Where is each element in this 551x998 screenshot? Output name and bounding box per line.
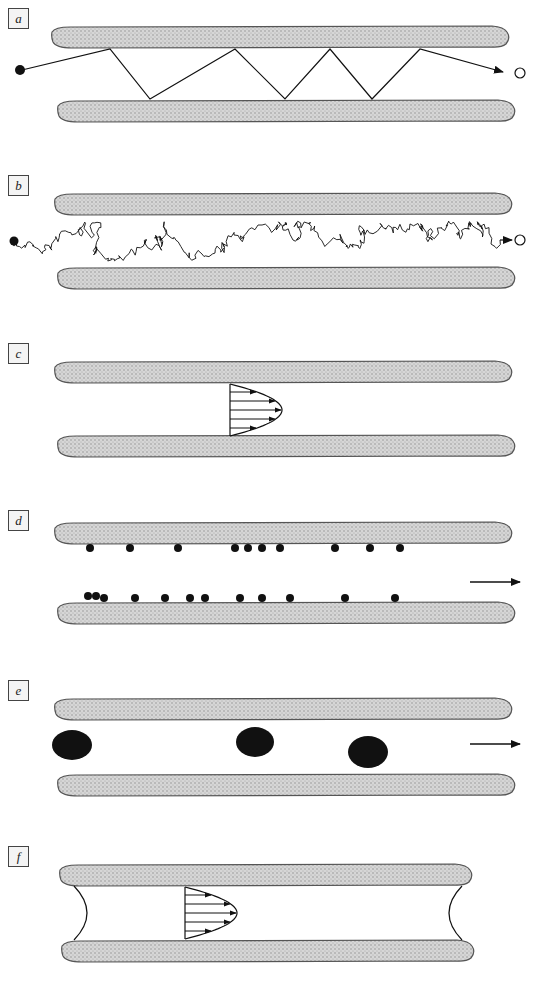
droplet (348, 736, 388, 768)
channel-wall (58, 100, 515, 122)
velocity-arrow (230, 392, 256, 393)
adsorbed-molecule (231, 544, 239, 552)
channel-wall (55, 361, 512, 383)
panel-d (55, 522, 520, 624)
panel-e (52, 698, 520, 796)
panel-label-box: f (8, 846, 29, 867)
panel-letter: c (16, 347, 22, 360)
molecule-start (15, 65, 25, 75)
velocity-arrow (185, 913, 236, 914)
adsorbed-molecule (236, 594, 244, 602)
adsorbed-molecule (341, 594, 349, 602)
velocity-profile (185, 887, 237, 939)
adsorbed-molecule (92, 592, 100, 600)
adsorbed-molecule (258, 544, 266, 552)
adsorbed-molecule (286, 594, 294, 602)
panel-c (55, 361, 515, 457)
velocity-arrow (230, 419, 275, 420)
panel-label-box: d (8, 510, 29, 531)
velocity-arrow (230, 401, 275, 402)
molecule-path (22, 49, 503, 99)
panel-letter: d (15, 514, 22, 527)
velocity-arrow (230, 410, 281, 411)
adsorbed-molecule (126, 544, 134, 552)
molecule-start (10, 237, 19, 246)
adsorbed-molecule (201, 594, 209, 602)
droplet (236, 727, 274, 757)
velocity-arrow (185, 904, 230, 905)
adsorbed-molecule (174, 544, 182, 552)
meniscus (449, 886, 462, 940)
profile-curve (185, 887, 237, 939)
adsorbed-molecule (100, 594, 108, 602)
velocity-profile (230, 384, 282, 436)
adsorbed-molecule (186, 594, 194, 602)
adsorbed-molecule (258, 594, 266, 602)
channel-wall (55, 193, 512, 215)
panel-letter: e (16, 684, 22, 697)
adsorbed-molecule (84, 592, 92, 600)
flow-arrow (470, 581, 520, 582)
channel-wall (58, 602, 515, 624)
panel-label-box: a (8, 8, 29, 29)
channel-wall (58, 267, 515, 289)
channel-wall (62, 940, 474, 962)
channel-wall (58, 774, 515, 796)
adsorbed-molecules (84, 544, 404, 602)
adsorbed-molecule (244, 544, 252, 552)
channel-wall (55, 698, 512, 720)
panel-label-box: b (8, 175, 29, 196)
adsorbed-molecule (161, 594, 169, 602)
adsorbed-molecule (131, 594, 139, 602)
adsorbed-molecule (366, 544, 374, 552)
adsorbed-molecule (391, 594, 399, 602)
exit-arrow (500, 239, 512, 240)
panel-label-box: c (8, 343, 29, 364)
adsorbed-molecule (86, 544, 94, 552)
panel-letter: b (15, 179, 22, 192)
adsorbed-molecule (396, 544, 404, 552)
random-walk-path (14, 221, 500, 261)
molecule-end (515, 68, 525, 78)
channel-wall (60, 864, 472, 886)
panel-b (10, 193, 526, 289)
meniscus (74, 886, 87, 940)
molecule-end (515, 235, 525, 245)
droplet (52, 730, 92, 760)
channel-wall (58, 435, 515, 457)
velocity-arrow (185, 922, 230, 923)
panel-f (60, 864, 474, 962)
panel-label-box: e (8, 680, 29, 701)
profile-curve (230, 384, 282, 436)
channel-wall (55, 522, 512, 544)
velocity-arrow (185, 895, 211, 896)
channel-wall (52, 26, 509, 48)
adsorbed-molecule (276, 544, 284, 552)
velocity-arrow (185, 931, 211, 932)
panel-a (15, 26, 525, 122)
panel-letter: f (17, 850, 21, 863)
adsorbed-molecule (331, 544, 339, 552)
panel-letter: a (15, 12, 22, 25)
velocity-arrow (230, 428, 256, 429)
flow-arrow (470, 743, 520, 744)
